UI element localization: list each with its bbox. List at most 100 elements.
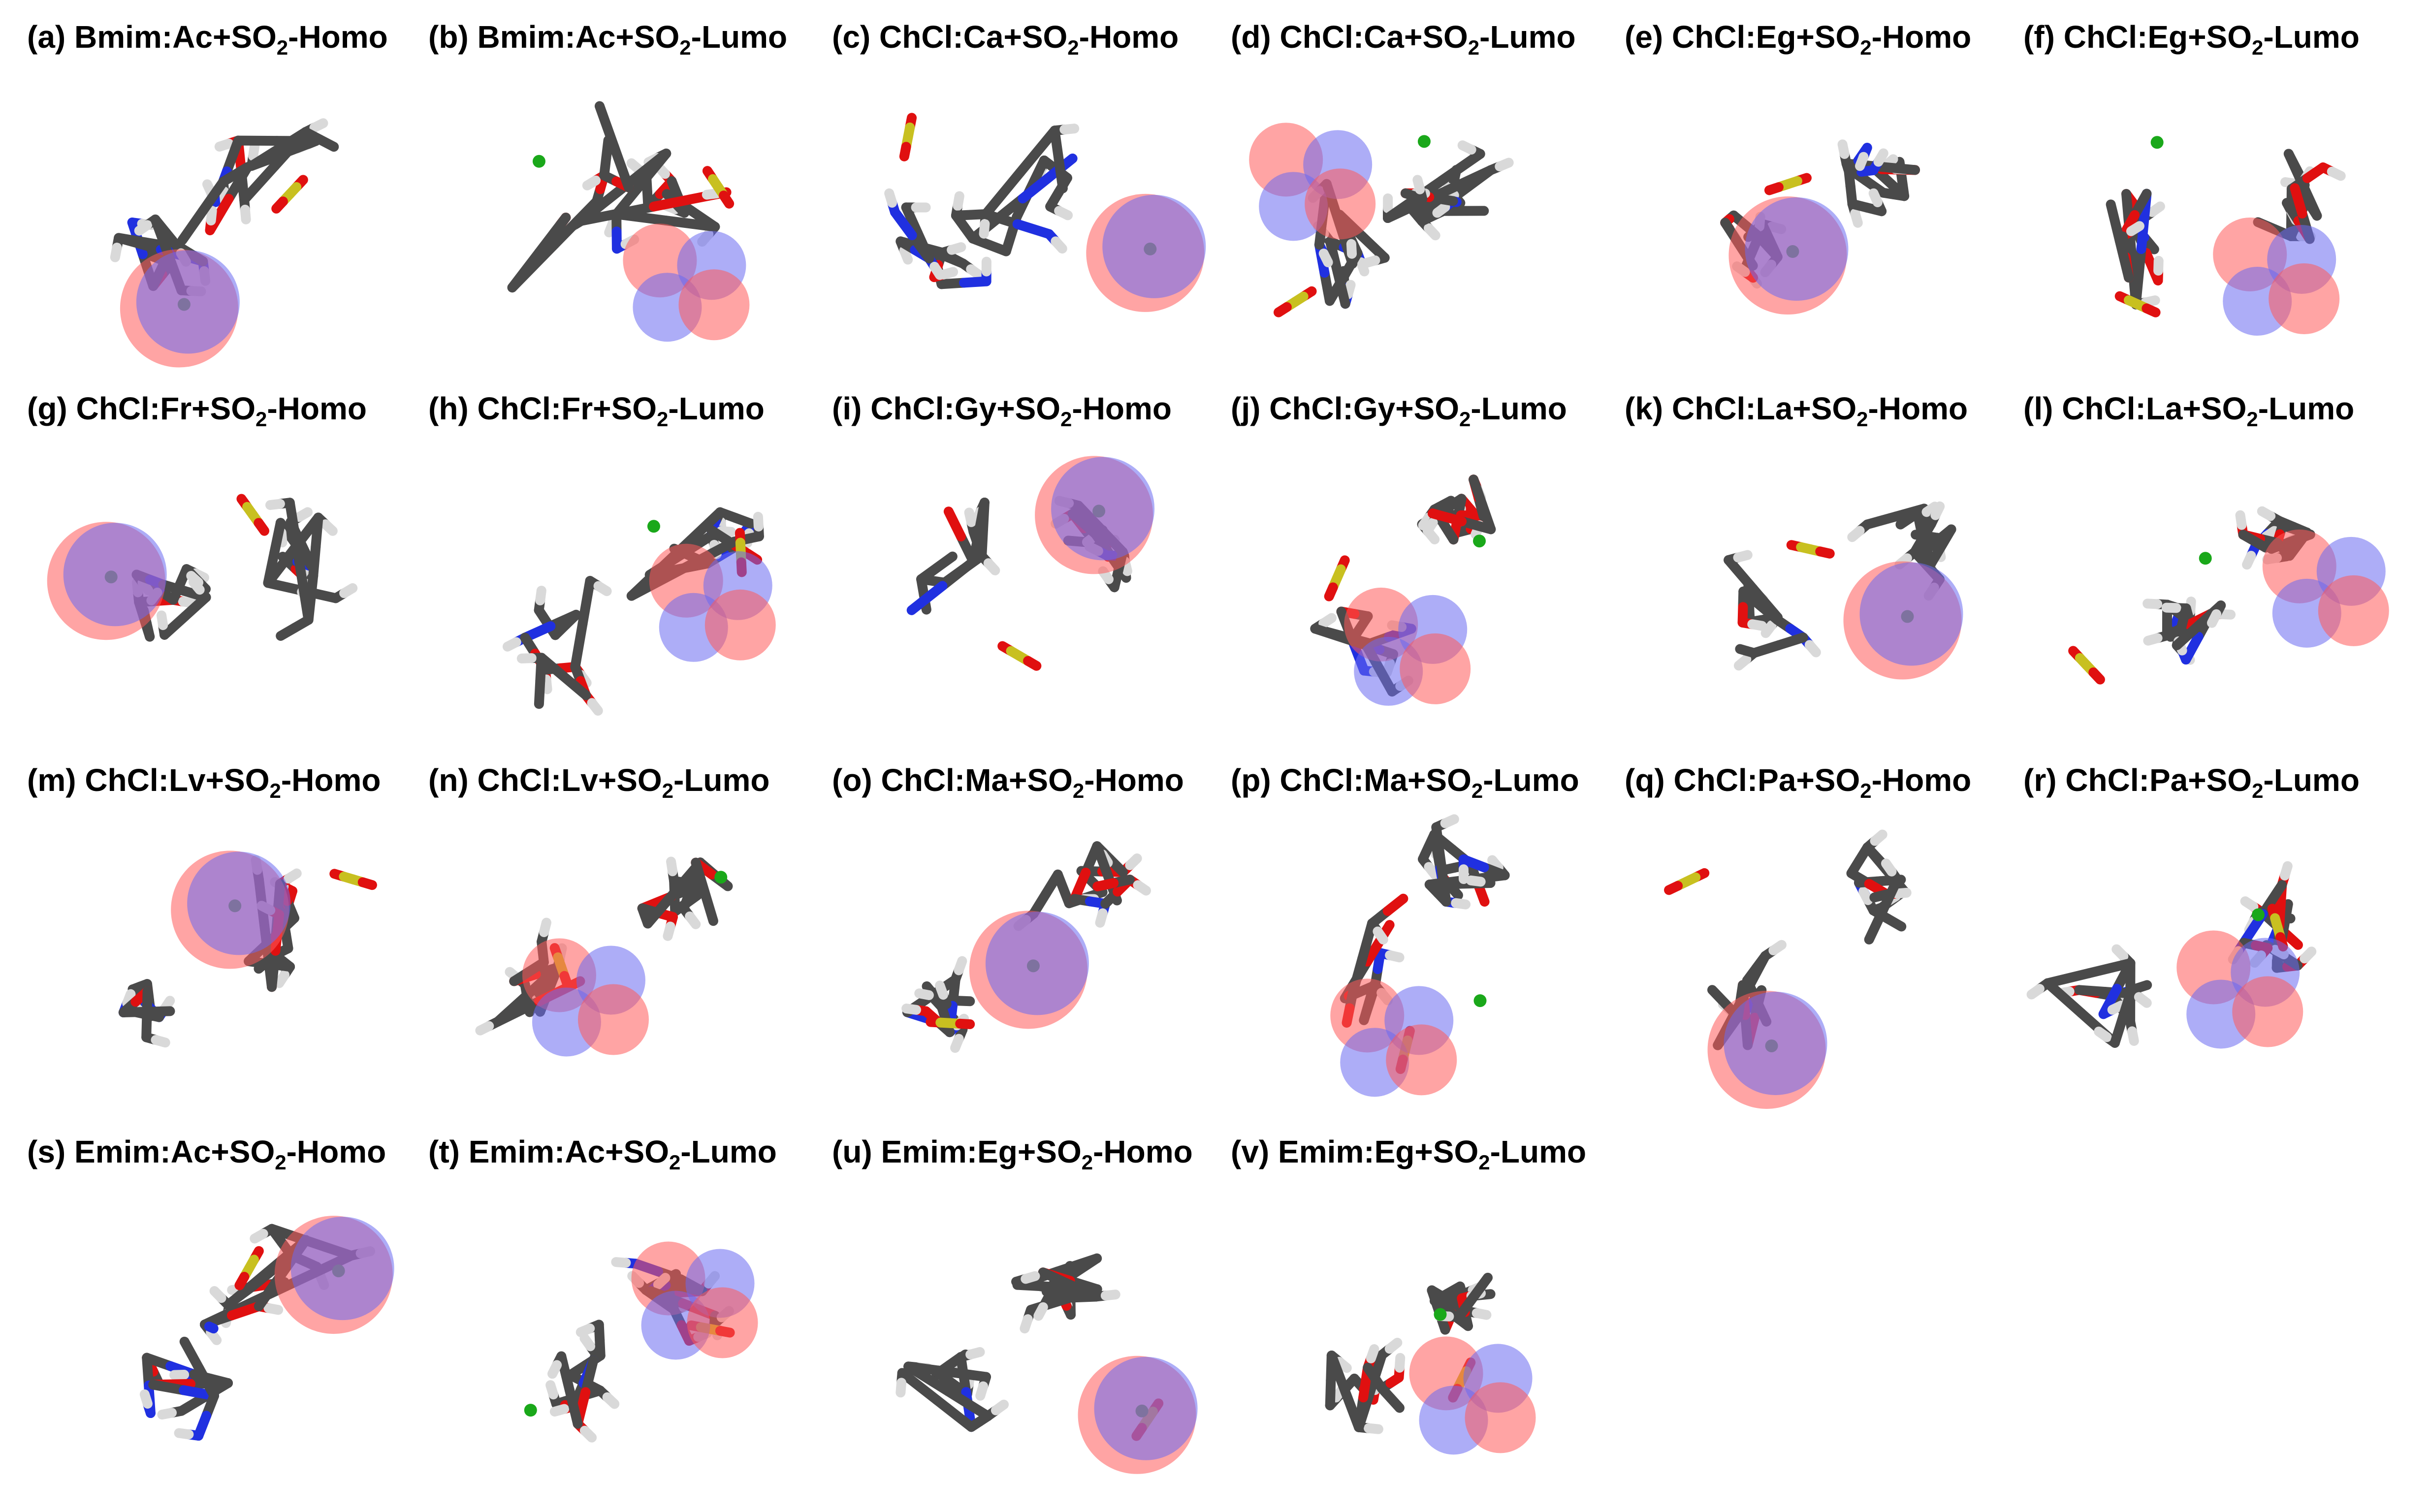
hydrogen-bond-stick (1451, 898, 1471, 910)
orbital-panel: (e) ChCl:Eg+SO2-Homo (1625, 17, 2018, 381)
panel-letter: (q) (1625, 762, 1665, 798)
molecule-bond (1427, 508, 1467, 527)
molecule-bond (1015, 126, 1060, 178)
orbital-lobe-negative (136, 250, 240, 354)
orbital-panel: (t) Emim:Ac+SO2-Lumo (428, 1132, 822, 1496)
orbital-panel: (h) ChCl:Fr+SO2-Lumo (428, 389, 822, 753)
panel-orbital: -Lumo (2258, 391, 2355, 426)
hydrogen-bond-stick (929, 261, 945, 280)
hydrogen-bond-stick (188, 577, 205, 595)
molecule-bond (1326, 1351, 1350, 1396)
hydrogen-bond-stick (1051, 236, 1067, 254)
hydrogen-bond-stick (2240, 896, 2259, 912)
orbital-lobe-positive (678, 269, 750, 341)
so2-bond (719, 190, 735, 209)
panel-label: (u) Emim:Eg+SO2-Homo (832, 1132, 1193, 1173)
hydrogen-bond-stick (1020, 1314, 1033, 1334)
molecule-bond (224, 162, 253, 204)
orbital-lobe-positive (1305, 168, 1376, 240)
chloride-ion (2199, 552, 2212, 565)
panel-subscript: 2 (1459, 408, 1471, 431)
hydrogen-bond-stick (1466, 875, 1486, 887)
panel-subscript: 2 (1067, 36, 1079, 59)
panel-orbital: -Homo (1084, 762, 1184, 798)
hydrogen-bond-stick (579, 1333, 596, 1352)
molecule-bond (564, 1385, 583, 1429)
hydrogen-bond-stick (206, 206, 217, 226)
molecule-bond (263, 545, 298, 588)
molecule-rendering (1664, 829, 1912, 1109)
panel-letter: (r) (2023, 762, 2057, 798)
hydrogen-bond-stick (294, 507, 313, 522)
panel-label: (s) Emim:Ac+SO2-Homo (27, 1132, 386, 1173)
hydrogen-bond-stick (265, 499, 285, 510)
orbital-lobe-positive (1400, 633, 1471, 704)
hydrogen-bond-stick (1423, 223, 1440, 241)
hydrogen-bond-stick (753, 511, 764, 532)
hydrogen-bond-stick (582, 175, 601, 190)
hydrogen-bond-stick (983, 558, 1000, 575)
panel-orbital: -Homo (1868, 391, 1968, 426)
panel-label: (f) ChCl:Eg+SO2-Lumo (2023, 17, 2360, 58)
panel-letter: (v) (1231, 1134, 1270, 1169)
orbital-lobe-positive (704, 589, 776, 661)
panel-label: (t) Emim:Ac+SO2-Lumo (428, 1132, 777, 1173)
orbital-panel: (d) ChCl:Ca+SO2-Lumo (1231, 17, 1625, 381)
panel-subscript: 2 (2252, 779, 2264, 802)
hydrogen-bond-stick (1384, 1337, 1403, 1354)
hydrogen-bond-stick (475, 1021, 494, 1036)
molecule-bond (594, 101, 619, 152)
molecule-bond (150, 214, 174, 260)
panel-label: (l) ChCl:La+SO2-Lumo (2023, 389, 2355, 430)
molecule-rendering (1720, 139, 1920, 315)
panel-subscript: 2 (1072, 779, 1085, 802)
molecule-bond (906, 581, 948, 615)
panel-orbital: -Homo (1871, 762, 1972, 798)
molecule-rendering (2106, 136, 2346, 336)
panel-letter: (g) (27, 391, 67, 426)
panel-letter: (c) (832, 19, 871, 55)
chloride-ion (1473, 535, 1486, 548)
hydrogen-bond-stick (2107, 1000, 2126, 1015)
molecule-bond (981, 209, 1023, 229)
panel-label: (g) ChCl:Fr+SO2-Homo (27, 389, 367, 431)
hydrogen-bond-stick (1334, 1356, 1352, 1373)
panel-label: (o) ChCl:Ma+SO2-Homo (832, 760, 1184, 802)
hydrogen-bond-stick (535, 586, 546, 605)
molecule-rendering (1724, 501, 1963, 680)
molecule-bond (2290, 183, 2307, 219)
hydrogen-bond-stick (587, 698, 603, 716)
panel-orbital: -Homo (1871, 19, 1972, 55)
hydrogen-bond-stick (1471, 1308, 1492, 1320)
orbital-panel: (i) ChCl:Gy+SO2-Homo (832, 389, 1226, 753)
orbital-panel: (j) ChCl:Gy+SO2-Lumo (1231, 389, 1625, 753)
molecule-bond (1051, 1284, 1101, 1302)
hydrogen-bond-stick (1858, 886, 1873, 905)
molecule-bond (1429, 149, 1485, 191)
panel-subscript: 2 (255, 408, 267, 431)
hydrogen-bond-stick (935, 980, 948, 1000)
hydrogen-bond-stick (178, 597, 198, 608)
molecule-bond (661, 215, 720, 232)
molecule-rendering (884, 113, 1206, 312)
panel-subscript: 2 (276, 36, 288, 59)
chloride-ion (647, 520, 660, 533)
so2-bond (271, 196, 288, 214)
molecule-bond (179, 1336, 204, 1374)
hydrogen-bond-stick (938, 267, 959, 280)
hydrogen-bond-stick (157, 1408, 177, 1420)
panel-orbital: -Lumo (1483, 762, 1579, 798)
panel-system: ChCl:Fr+SO (76, 391, 256, 426)
hydrogen-bond-stick (2327, 166, 2346, 181)
hydrogen-bond-stick (1054, 206, 1073, 220)
molecule-bond (576, 201, 659, 226)
hydrogen-bond-stick (895, 1378, 907, 1398)
panel-orbital: -Homo (1072, 391, 1172, 426)
panel-system: ChCl:Eg+SO (1672, 19, 1860, 55)
hydrogen-bond-stick (626, 158, 644, 175)
panel-subscript: 2 (1860, 36, 1872, 59)
hydrogen-bond-stick (545, 1380, 559, 1400)
panel-label: (i) ChCl:Gy+SO2-Homo (832, 389, 1172, 430)
hydrogen-bond-stick (2142, 598, 2163, 609)
hydrogen-bond-stick (2280, 861, 2293, 881)
